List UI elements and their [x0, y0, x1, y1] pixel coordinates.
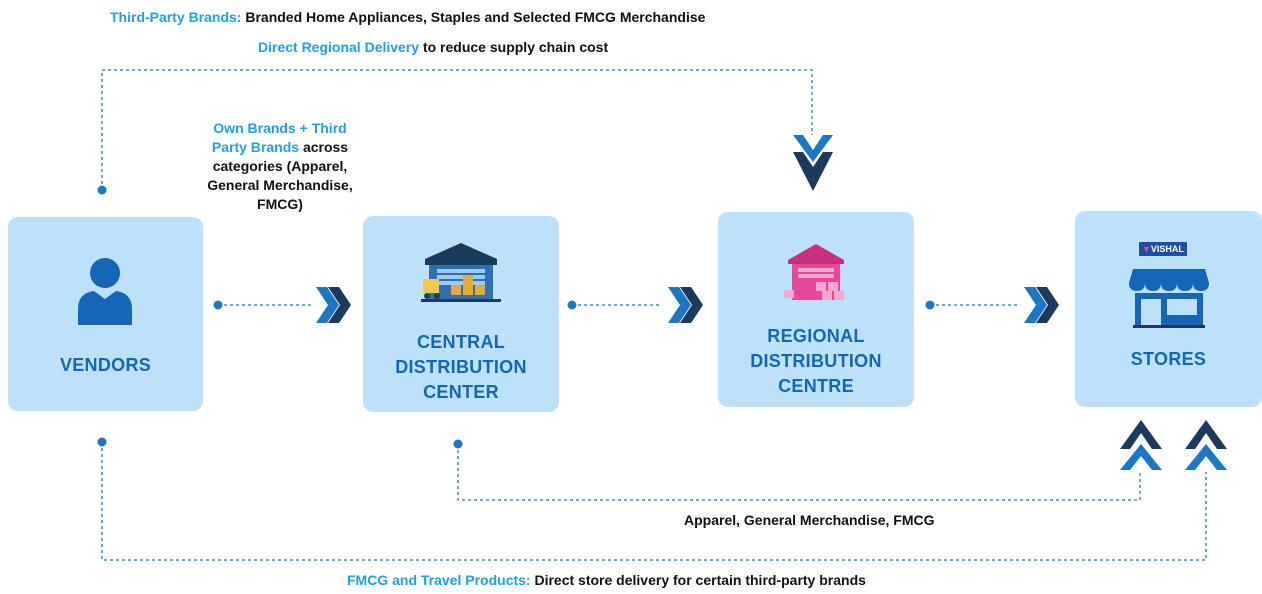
third-party-brands-label: Third-Party Brands:	[110, 9, 242, 25]
bottom-caption-line2: FMCG and Travel Products: Direct store d…	[347, 572, 866, 588]
chevron-up-icon	[1185, 420, 1227, 470]
pink-warehouse-icon	[784, 244, 844, 300]
connector-dot	[453, 439, 463, 449]
connector-dot	[925, 300, 935, 310]
chevron-right-icon	[1024, 287, 1059, 323]
vendors-node: VENDORS	[8, 217, 203, 411]
store-icon	[1129, 269, 1209, 328]
vendors-label: VENDORS	[59, 355, 152, 375]
central-distribution-node: CENTRAL DISTRIBUTION CENTER	[363, 216, 559, 412]
own-brands-highlight: Own Brands + Third Party Brands	[211, 120, 347, 155]
connector-dot	[213, 300, 223, 310]
connector-dot	[567, 300, 577, 310]
third-party-brands-desc: Branded Home Appliances, Staples and Sel…	[245, 9, 706, 25]
stores-node: ▼VISHAL STORES	[1075, 211, 1262, 407]
connector-dot	[97, 185, 107, 195]
central-to-stores-line	[457, 444, 1141, 501]
top-route-line	[101, 69, 813, 190]
chevron-right-icon	[316, 287, 351, 323]
top-caption-line1: Third-Party Brands: Branded Home Applian…	[110, 9, 705, 25]
chevron-up-icon	[1120, 420, 1162, 470]
regional-distribution-label: REGIONAL DISTRIBUTION CENTRE	[750, 326, 882, 396]
top-caption-line2: Direct Regional Delivery to reduce suppl…	[258, 39, 608, 55]
chevron-down-icon	[793, 135, 833, 191]
warehouse-icon	[421, 243, 501, 302]
own-brands-rest: across categories (Apparel, General Merc…	[207, 139, 353, 212]
own-brands-caption: Own Brands + Third Party Brands across c…	[206, 119, 354, 214]
fmcg-travel-label: FMCG and Travel Products:	[347, 572, 531, 588]
direct-regional-delivery-label: Direct Regional Delivery	[258, 39, 420, 55]
store-logo: ▼VISHAL	[1139, 242, 1187, 256]
central-distribution-label: CENTRAL DISTRIBUTION CENTER	[395, 332, 527, 402]
stores-label: STORES	[1130, 349, 1207, 369]
fmcg-travel-desc: Direct store delivery for certain third-…	[534, 572, 866, 588]
bottom-caption-line1: Apparel, General Merchandise, FMCG	[684, 512, 935, 528]
store-logo-text: VISHAL	[1150, 244, 1184, 254]
regional-distribution-node: REGIONAL DISTRIBUTION CENTRE	[718, 212, 914, 407]
person-icon	[78, 258, 132, 325]
direct-regional-delivery-desc: to reduce supply chain cost	[422, 39, 609, 55]
connector-dot	[97, 437, 107, 447]
chevron-right-icon	[668, 287, 703, 323]
vendors-to-stores-line	[101, 442, 1207, 561]
